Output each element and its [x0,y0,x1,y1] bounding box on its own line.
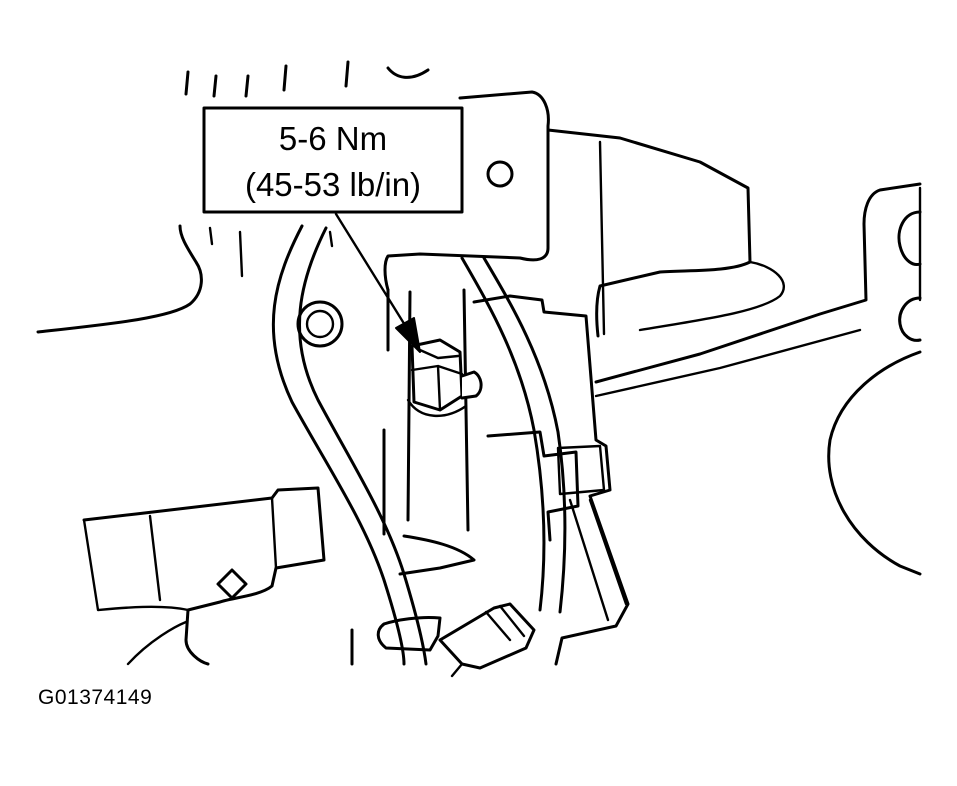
bracket-hole [486,160,514,188]
bolt-nut [406,338,483,418]
mount-bracket [383,90,550,292]
lower-left-bracket [82,486,326,666]
center-channel [382,288,470,536]
upper-housing [546,128,752,338]
lower-left-bracket-hole [216,568,248,600]
hose-fitting-detail [450,604,526,678]
caliper-block [486,430,580,542]
caliper-tab [556,444,606,496]
left-mount-hole-inner [305,309,335,339]
top-hash-marks [184,60,430,98]
lower-casting [350,534,476,666]
caliper-body [472,294,630,666]
lower-left-bracket-edge [82,496,278,612]
brake-line-right-inner [482,256,567,614]
right-plate-hole-bottom [898,296,922,342]
torque-nm-label: 5-6 Nm [279,120,387,157]
left-body-seam [208,226,334,278]
right-plate-hole-top [897,210,922,266]
upper-housing-edge [598,140,785,336]
lower-left-curve [126,620,188,666]
right-plate-curve [827,350,922,576]
right-plate-inner [594,186,922,398]
figure-id: G01374149 [38,686,153,709]
left-mount-hole [296,300,344,348]
caliper-slot [568,498,628,622]
torque-callout: 5-6 Nm (45-53 lb/in) [202,106,464,214]
leader-arrow [334,212,421,353]
right-plate [594,182,922,384]
left-body-outline [36,224,203,334]
torque-lbin-label: (45-53 lb/in) [245,166,421,203]
